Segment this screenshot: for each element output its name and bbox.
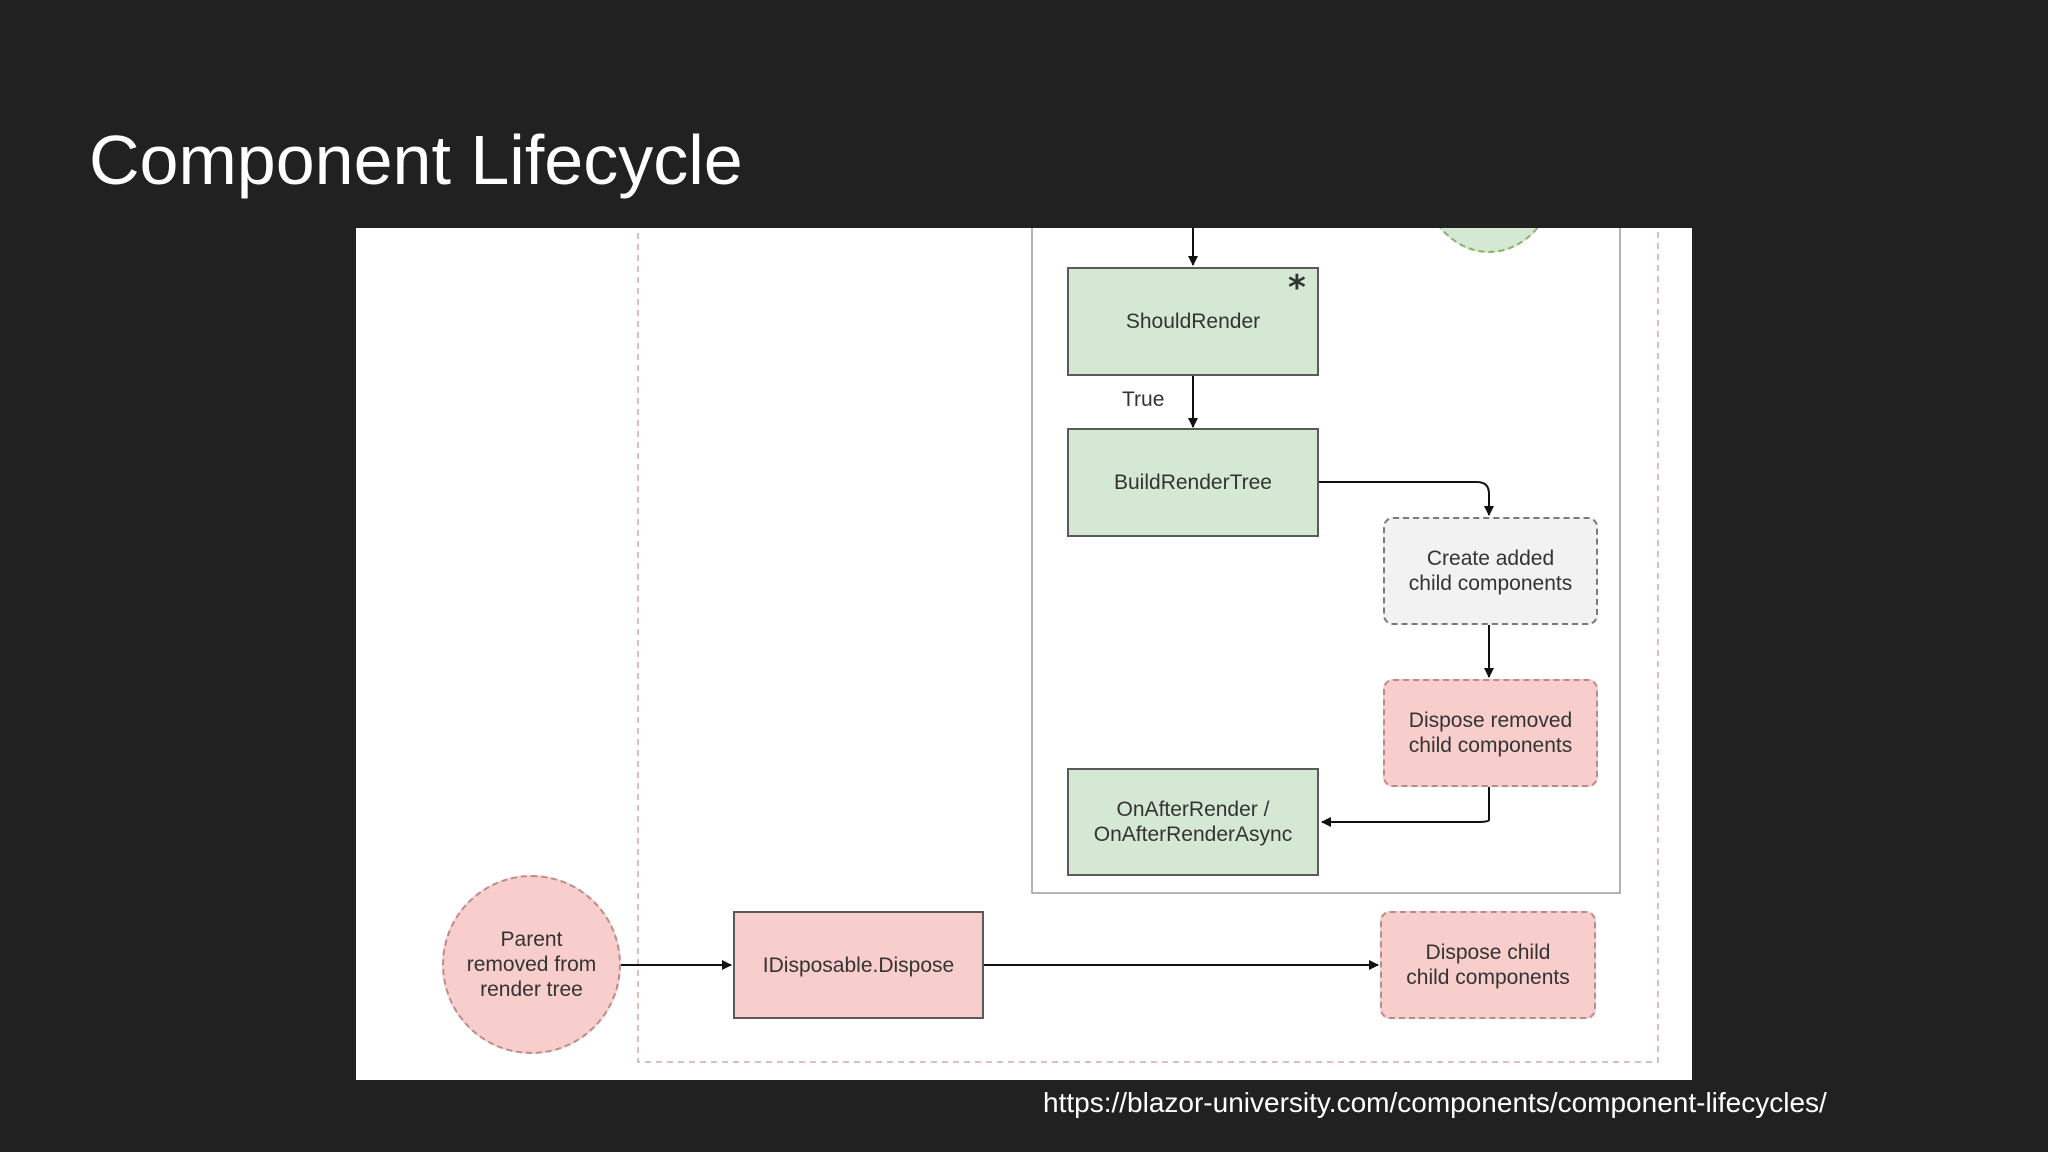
dispose-child-components-label: Dispose child child components — [1406, 941, 1570, 989]
parent-removed-label: Parent removed from render tree — [466, 928, 597, 1001]
should-render-label: ShouldRender — [1125, 310, 1261, 333]
arrow-build-to-create-children — [1319, 481, 1494, 516]
dispose-child-components-node: Dispose child child components — [1380, 911, 1596, 1019]
on-after-render-label: OnAfterRender / OnAfterRenderAsync — [1093, 798, 1293, 846]
diagram-connectors — [621, 228, 1659, 1063]
should-render-node: ShouldRender — [1067, 267, 1319, 376]
dispose-removed-children-node: Dispose removed child components — [1383, 679, 1598, 787]
outer-dashed-frame — [637, 228, 1659, 1063]
dispose-removed-children-label: Dispose removed child components — [1408, 709, 1573, 757]
idisposable-dispose-node: IDisposable.Dispose — [733, 911, 984, 1019]
parent-removed-node: Parent removed from render tree — [442, 875, 621, 1054]
arrow-dispose-removed-to-after-render — [1321, 787, 1490, 827]
create-added-children-node: Create added child components — [1383, 517, 1598, 625]
create-added-children-label: Create added child components — [1408, 547, 1573, 595]
true-edge-label: True — [1122, 388, 1165, 411]
render-cycle-frame — [1031, 228, 1621, 894]
slide-title: Component Lifecycle — [89, 121, 743, 199]
build-render-tree-node: BuildRenderTree — [1067, 428, 1319, 537]
asterisk-marker: * — [1288, 268, 1306, 308]
lifecycle-diagram: ShouldRender * True BuildRenderTree Crea… — [356, 228, 1692, 1080]
build-render-tree-label: BuildRenderTree — [1114, 471, 1272, 494]
source-url-link[interactable]: https://blazor-university.com/components… — [1043, 1087, 1827, 1118]
idisposable-dispose-label: IDisposable.Dispose — [762, 953, 955, 977]
on-after-render-node: OnAfterRender / OnAfterRenderAsync — [1067, 768, 1319, 876]
